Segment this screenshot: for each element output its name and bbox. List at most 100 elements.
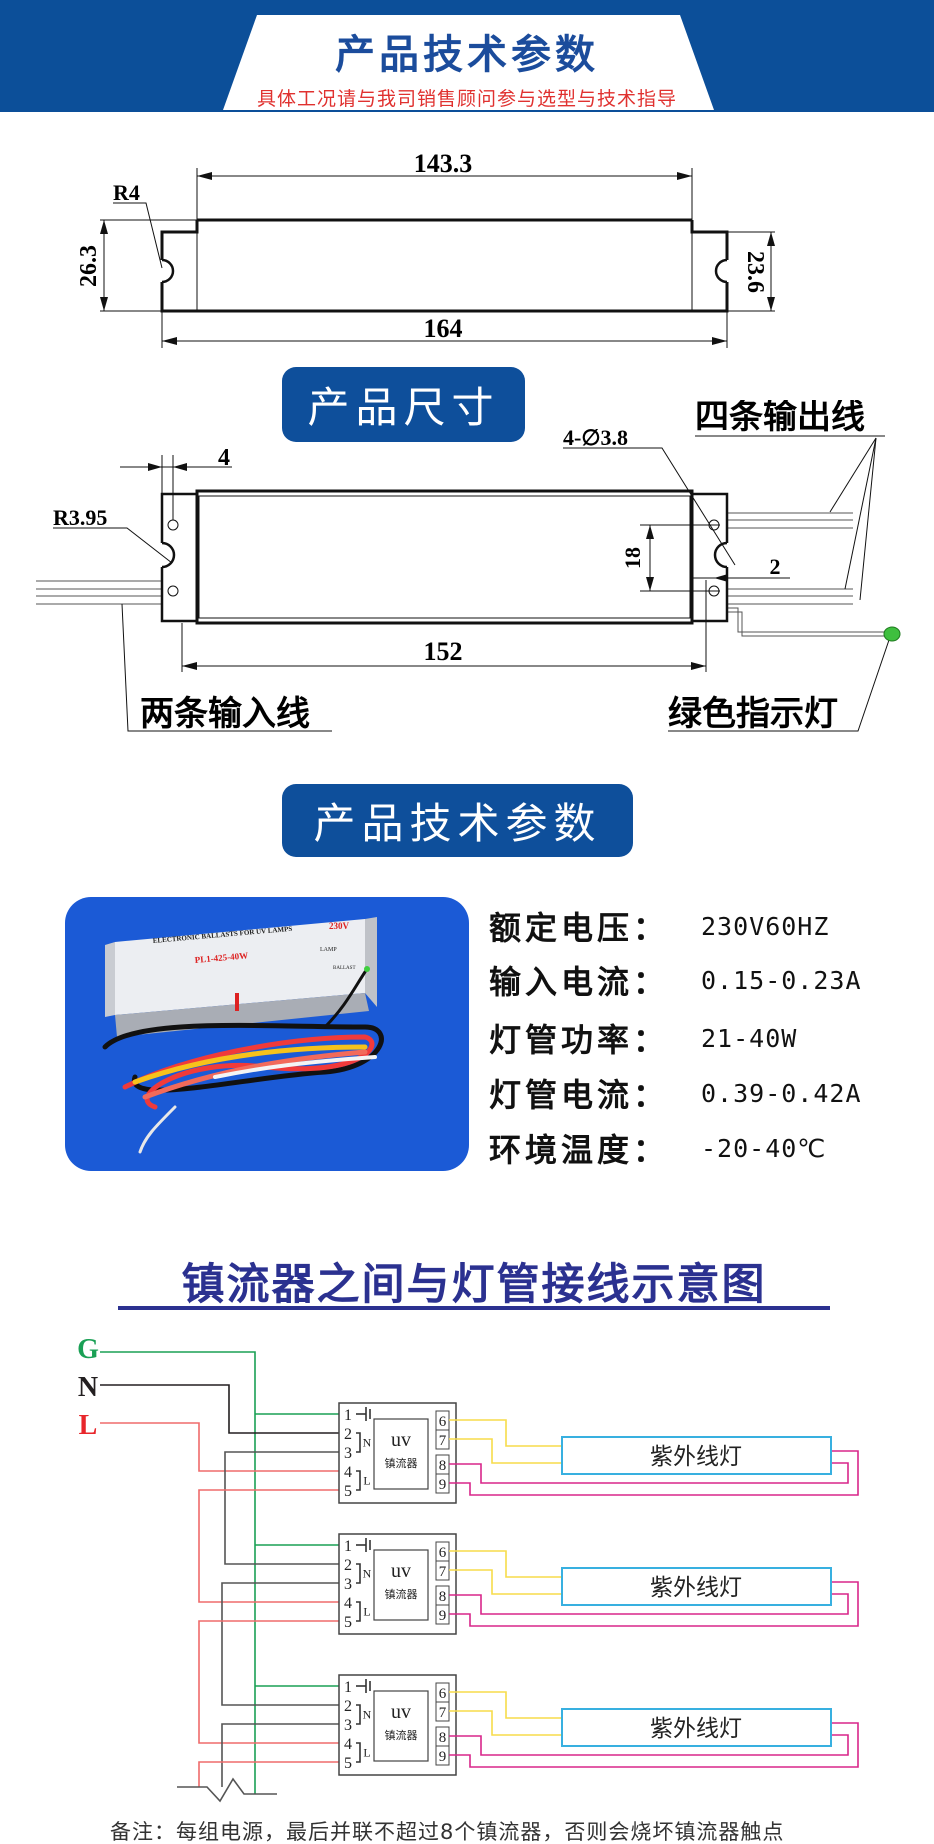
n-tag: N — [363, 1567, 372, 1581]
size-drawing: 4 R3.95 4-∅3.8 四条输出线 18 2 152 两条输入线 绿色指示… — [36, 400, 901, 733]
lamp-wire-9 — [449, 1581, 859, 1627]
spec-value: 0.39-0.42A — [701, 1078, 862, 1108]
lamp-wire-9 — [449, 1722, 859, 1768]
pin-label: 5 — [344, 1483, 352, 1500]
lamp-wire-6 — [449, 1691, 562, 1719]
neutral-chain-wire — [224, 1451, 339, 1565]
radius-r4: R4 — [113, 180, 140, 205]
top-view-drawing: 143.3 164 R4 26.3 23.6 — [76, 149, 775, 348]
photo-label-lamp: LAMP — [320, 947, 337, 953]
size-badge: 产品尺寸 — [282, 367, 525, 442]
uv-lamp-label: 紫外线灯 — [650, 1716, 742, 1741]
lamp-wire-7 — [449, 1438, 562, 1464]
live-chain-wire — [198, 1620, 339, 1744]
lamp-wire-7 — [449, 1710, 562, 1736]
spec-label: 环境温度： — [489, 1131, 670, 1169]
dim-18: 18 — [620, 547, 645, 569]
indicator-label: 绿色指示灯 — [668, 695, 838, 733]
ballast-core — [373, 1690, 429, 1762]
output-wires-label: 四条输出线 — [695, 400, 865, 436]
uv-lamp — [561, 1567, 832, 1606]
spec-value: 21-40W — [701, 1023, 798, 1053]
break-symbol — [177, 1777, 277, 1803]
output-label: 9 — [439, 1608, 447, 1624]
l-tag: L — [363, 1474, 370, 1488]
n-tag: N — [363, 1708, 372, 1722]
lamp-wire-8 — [449, 1734, 849, 1756]
output-label: 7 — [439, 1705, 447, 1721]
ballast-name-label: 镇流器 — [385, 1728, 418, 1742]
n-tag: N — [363, 1436, 372, 1450]
spec-value: 0.15-0.23A — [701, 965, 862, 995]
uv-lamp — [561, 1708, 832, 1747]
input-wires-label: 两条输入线 — [140, 695, 310, 733]
bracket-l — [356, 1601, 361, 1622]
lamp-wire-6 — [449, 1550, 562, 1578]
bracket-l — [356, 1470, 361, 1491]
dim-152: 152 — [424, 637, 463, 666]
output-label: 9 — [439, 1749, 447, 1765]
lamp-wire-8 — [449, 1462, 849, 1484]
footnote: 备注：每组电源，最后并联不超过8个镇流器，否则会烧坏镇流器触点 — [110, 1820, 785, 1844]
spec-value: 230V60HZ — [701, 911, 830, 941]
product-photo: ELECTRONIC BALLASTS FOR UV LAMPS PL1-425… — [65, 897, 469, 1171]
ballast-name-label: 镇流器 — [385, 1587, 418, 1601]
neutral-wire — [100, 1384, 339, 1434]
spec-label: 灯管电流： — [489, 1076, 670, 1114]
photo-label-voltage: 230V — [329, 921, 350, 931]
hole-label: 4-∅3.8 — [563, 425, 628, 450]
spec-label: 额定电压： — [489, 909, 670, 947]
pin-label: 1 — [344, 1538, 352, 1555]
output-label: 8 — [439, 1730, 447, 1746]
input-n-label: N — [78, 1372, 98, 1403]
green-led-icon — [883, 626, 901, 642]
photo-label-ballast: BALLAST — [333, 966, 356, 971]
neutral-chain-wire — [221, 1723, 339, 1787]
pin-label: 1 — [344, 1679, 352, 1696]
dim-2: 2 — [770, 554, 781, 579]
pin-label: 5 — [344, 1614, 352, 1631]
spec-badge: 产品技术参数 — [282, 784, 633, 857]
dim-143-3: 143.3 — [414, 149, 473, 178]
uv-lamp-label: 紫外线灯 — [650, 1444, 742, 1469]
spec-row: 灯管功率： 21-40W — [489, 1013, 797, 1063]
bracket-n — [356, 1563, 361, 1584]
spec-label: 灯管功率： — [489, 1021, 670, 1059]
output-label: 6 — [439, 1414, 447, 1430]
output-label: 8 — [439, 1458, 447, 1474]
pin-label: 1 — [344, 1407, 352, 1424]
spec-value: -20-40℃ — [701, 1133, 827, 1163]
bracket-n — [356, 1704, 361, 1725]
ground-wire — [100, 1351, 256, 1794]
output-label: 7 — [439, 1433, 447, 1449]
bracket-n — [356, 1432, 361, 1453]
lamp-wire-8 — [449, 1593, 849, 1615]
spec-row: 灯管电流： 0.39-0.42A — [489, 1068, 862, 1118]
pin-label: 2 — [344, 1426, 352, 1443]
pin-label: 4 — [344, 1464, 352, 1481]
spec-row: 额定电压： 230V60HZ — [489, 901, 829, 951]
uv-lamp — [561, 1436, 832, 1475]
output-label: 7 — [439, 1564, 447, 1580]
pin-label: 3 — [344, 1717, 352, 1734]
pin-label: 5 — [344, 1755, 352, 1772]
live-chain-wire — [198, 1489, 339, 1603]
wiring-title-underline — [118, 1306, 830, 1310]
header-banner — [0, 0, 934, 112]
ballast-core — [373, 1418, 429, 1490]
l-tag: L — [363, 1605, 370, 1619]
output-label: 6 — [439, 1545, 447, 1561]
ballast-uv-label: uv — [391, 1560, 411, 1582]
photo-label-model: PL1-425-40W — [194, 950, 248, 965]
wiring-title: 镇流器之间与灯管接线示意图 — [181, 1260, 767, 1310]
pin-label: 3 — [344, 1576, 352, 1593]
dim-26-3: 26.3 — [76, 245, 102, 287]
spec-row: 环境温度： -20-40℃ — [489, 1123, 826, 1173]
spec-row: 输入电流：0.15-0.23A — [489, 955, 862, 1005]
dim-164: 164 — [424, 314, 463, 343]
ballast-name-label: 镇流器 — [385, 1456, 418, 1470]
